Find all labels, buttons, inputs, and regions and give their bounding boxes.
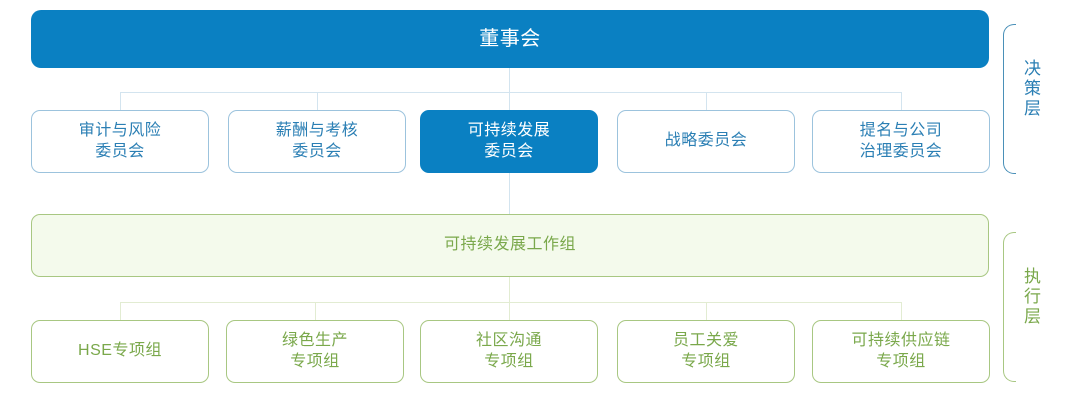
bracket-execution-layer-icon: [1003, 232, 1016, 382]
layer-label-execution: 执行层: [1021, 267, 1040, 327]
connector-committee-drop-5: [901, 92, 902, 110]
connector-team-drop-3: [509, 302, 510, 320]
node-committee-sustainable-development[interactable]: 可持续发展 委员会: [420, 110, 598, 173]
connector-team-drop-5: [901, 302, 902, 320]
node-team-sustainable-supply-chain[interactable]: 可持续供应链 专项组: [812, 320, 990, 383]
node-committee-compensation-assessment[interactable]: 薪酬与考核 委员会: [228, 110, 406, 173]
node-sustainability-working-group[interactable]: 可持续发展工作组: [31, 214, 989, 277]
connector-committee-drop-2: [317, 92, 318, 110]
node-team-employee-care[interactable]: 员工关爱 专项组: [617, 320, 795, 383]
connector-team-drop-4: [706, 302, 707, 320]
node-committee-strategy[interactable]: 战略委员会: [617, 110, 795, 173]
node-team-green-production[interactable]: 绿色生产 专项组: [226, 320, 404, 383]
layer-group-execution: 执行层: [1003, 232, 1063, 382]
connector-team-drop-1: [120, 302, 121, 320]
layer-label-decision: 决策层: [1021, 59, 1040, 119]
connector-committee-bus: [120, 92, 901, 93]
connector-committee-drop-3: [509, 92, 510, 110]
connector-workgroup-stem: [509, 277, 510, 302]
bracket-decision-layer-icon: [1003, 24, 1016, 174]
node-board-of-directors[interactable]: 董事会: [31, 10, 989, 68]
node-team-hse[interactable]: HSE专项组: [31, 320, 209, 383]
node-committee-nomination-governance[interactable]: 提名与公司 治理委员会: [812, 110, 990, 173]
connector-team-drop-2: [315, 302, 316, 320]
connector-team-bus: [120, 302, 901, 303]
connector-committee-drop-1: [120, 92, 121, 110]
connector-board-stem: [509, 68, 510, 92]
connector-committee-drop-4: [706, 92, 707, 110]
node-committee-audit-risk[interactable]: 审计与风险 委员会: [31, 110, 209, 173]
layer-group-decision: 决策层: [1003, 24, 1063, 174]
connector-committee-to-workgroup: [509, 173, 510, 214]
node-team-community-communication[interactable]: 社区沟通 专项组: [420, 320, 598, 383]
